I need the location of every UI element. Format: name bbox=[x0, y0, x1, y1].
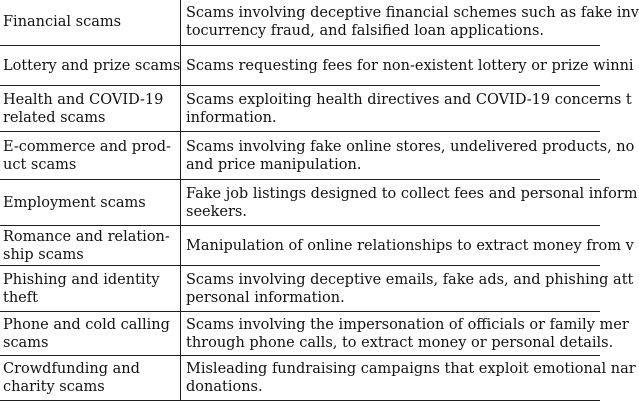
category-text: uct scams bbox=[3, 156, 77, 173]
column-divider bbox=[180, 0, 181, 400]
table-row: Health and COVID-19 related scams Scams … bbox=[0, 86, 632, 132]
table-row: Crowdfunding and charity scams Misleadin… bbox=[0, 356, 636, 401]
table-row: Romance and relation- ship scams Manipul… bbox=[0, 226, 634, 266]
description-text: Misleading fundraising campaigns that ex… bbox=[186, 361, 636, 377]
description-text: information. bbox=[186, 109, 277, 126]
description-text: Scams involving the impersonation of off… bbox=[186, 316, 629, 333]
description-cell: Scams involving fake online stores, unde… bbox=[186, 132, 635, 179]
description-cell: Scams involving deceptive financial sche… bbox=[186, 0, 639, 45]
category-text: Lottery and prize scams bbox=[3, 57, 181, 74]
description-text: through phone calls, to extract money or… bbox=[186, 334, 614, 351]
description-cell: Manipulation of online relationships to … bbox=[186, 226, 634, 265]
category-cell: Romance and relation- ship scams bbox=[3, 226, 175, 265]
category-cell: Financial scams bbox=[3, 0, 175, 45]
category-text: charity scams bbox=[3, 379, 105, 395]
category-text: scams bbox=[3, 334, 49, 351]
category-text: related scams bbox=[3, 109, 106, 126]
description-text: Scams involving deceptive emails, fake a… bbox=[186, 271, 634, 288]
description-text: Scams exploiting health directives and C… bbox=[186, 91, 632, 108]
category-text: Employment scams bbox=[3, 194, 146, 211]
table-row: Phishing and identity theft Scams involv… bbox=[0, 266, 634, 312]
table-row: Financial scams Scams involving deceptiv… bbox=[0, 0, 639, 46]
table-row: E-commerce and prod- uct scams Scams inv… bbox=[0, 132, 635, 180]
table-row: Phone and cold calling scams Scams invol… bbox=[0, 312, 629, 356]
category-cell: Phone and cold calling scams bbox=[3, 312, 175, 355]
description-cell: Scams involving deceptive emails, fake a… bbox=[186, 266, 634, 311]
category-cell: Employment scams bbox=[3, 180, 175, 225]
category-text: theft bbox=[3, 289, 38, 306]
description-text: donations. bbox=[186, 379, 263, 395]
description-text: Fake job listings designed to collect fe… bbox=[186, 185, 638, 202]
description-text: seekers. bbox=[186, 203, 247, 220]
category-text: Phone and cold calling bbox=[3, 316, 170, 333]
category-text: Phishing and identity bbox=[3, 271, 160, 288]
description-cell: Misleading fundraising campaigns that ex… bbox=[186, 356, 636, 400]
description-cell: Scams requesting fees for non-existent l… bbox=[186, 46, 634, 85]
category-text: Crowdfunding and bbox=[3, 361, 140, 377]
description-text: Manipulation of online relationships to … bbox=[186, 237, 634, 254]
description-text: Scams requesting fees for non-existent l… bbox=[186, 57, 634, 74]
description-text: personal information. bbox=[186, 289, 345, 306]
category-cell: Phishing and identity theft bbox=[3, 266, 175, 311]
description-text: Scams involving deceptive financial sche… bbox=[186, 5, 639, 21]
category-text: Financial scams bbox=[3, 14, 122, 30]
description-text: tocurrency fraud, and falsified loan app… bbox=[186, 23, 545, 39]
description-cell: Scams involving the impersonation of off… bbox=[186, 312, 629, 355]
description-cell: Scams exploiting health directives and C… bbox=[186, 86, 632, 131]
category-cell: E-commerce and prod- uct scams bbox=[3, 132, 175, 179]
description-cell: Fake job listings designed to collect fe… bbox=[186, 180, 638, 225]
category-cell: Health and COVID-19 related scams bbox=[3, 86, 175, 131]
category-text: E-commerce and prod- bbox=[3, 138, 171, 155]
category-text: ship scams bbox=[3, 246, 84, 263]
category-cell: Lottery and prize scams bbox=[3, 46, 181, 85]
category-text: Romance and relation- bbox=[3, 228, 170, 245]
category-cell: Crowdfunding and charity scams bbox=[3, 356, 175, 400]
description-text: Scams involving fake online stores, unde… bbox=[186, 138, 635, 155]
category-text: Health and COVID-19 bbox=[3, 91, 164, 108]
description-text: and price manipulation. bbox=[186, 156, 362, 173]
table-row: Employment scams Fake job listings desig… bbox=[0, 180, 638, 226]
table-row: Lottery and prize scams Scams requesting… bbox=[0, 46, 634, 86]
